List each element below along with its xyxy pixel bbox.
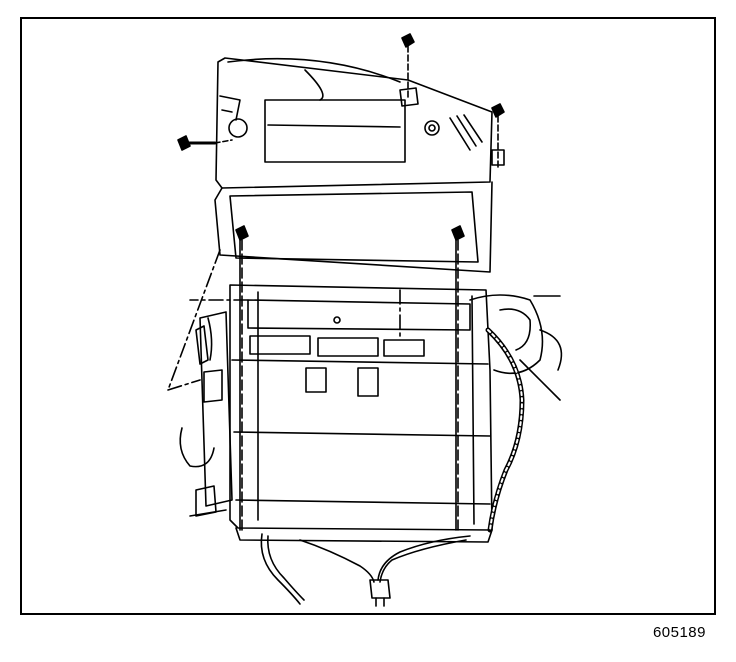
- screw-mid-left: [235, 225, 249, 531]
- screw-mid-right: [451, 225, 465, 531]
- diagram-frame: [20, 17, 716, 615]
- left-side-assembly: [179, 311, 233, 517]
- heater-housing: [229, 284, 493, 543]
- bolt-left: [177, 135, 233, 151]
- bolt-top-right: [491, 103, 505, 169]
- wiring-harness: [260, 327, 525, 605]
- cover-panel: [214, 57, 493, 273]
- harness-connector: [369, 579, 391, 607]
- leader-lines: [167, 249, 401, 391]
- bolt-top: [399, 33, 419, 107]
- right-duct: [469, 294, 563, 401]
- figure-id-label: 605189: [652, 624, 706, 641]
